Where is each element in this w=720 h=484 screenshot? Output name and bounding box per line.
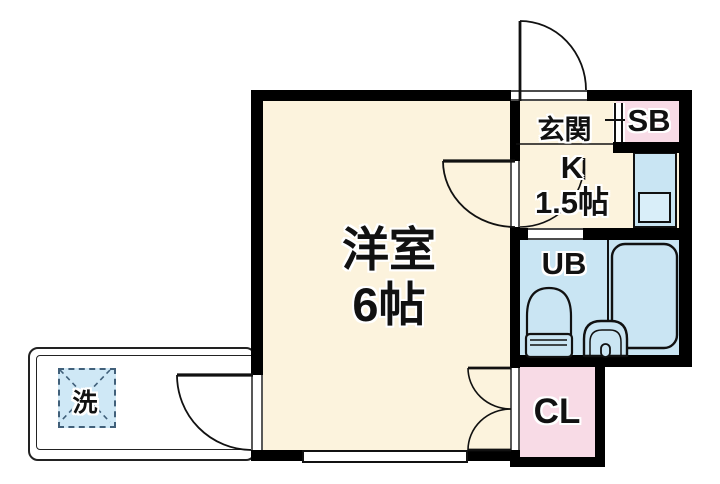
living-room-name: 洋室 (342, 223, 436, 276)
wall-closet-bottom (510, 457, 605, 467)
balcony-door-opening (251, 375, 263, 450)
kitchen-size: 1.5帖 (534, 185, 610, 220)
unitbath-label: UB (541, 246, 587, 281)
room-closet-floor (516, 361, 600, 461)
wall-below-sb (613, 142, 692, 153)
wall-top-left (251, 90, 511, 101)
wall-closet-right (595, 367, 605, 467)
washer-label: 洗 (72, 389, 98, 417)
wall-left-upper (251, 90, 263, 375)
kitchen-name: K (560, 150, 584, 185)
partition-line (614, 103, 616, 143)
wall-mid-middle (510, 227, 520, 368)
wall-bottom-a (251, 450, 303, 461)
wall-top-right (587, 90, 692, 101)
unitbath-door-opening (528, 228, 583, 240)
wall-k-ub-b (583, 228, 692, 240)
wall-below-ub (510, 355, 692, 367)
wall-k-ub-a (510, 228, 528, 240)
partition-line (621, 103, 623, 143)
room-entrance-floor (516, 95, 616, 147)
wall-mid-upper (510, 90, 520, 161)
entrance-door-icon (518, 20, 587, 101)
kitchen-label: K 1.5帖 (508, 150, 636, 220)
kitchen-sink (638, 192, 671, 223)
closet-label: CL (533, 392, 581, 431)
living-room-size: 6帖 (352, 278, 426, 331)
shoebox-label: SB (627, 103, 671, 138)
entrance-label: 玄関 (537, 115, 592, 145)
room-shoebox-floor (616, 95, 684, 147)
partition-tick (605, 119, 625, 121)
wall-bottom-b (467, 450, 520, 461)
entrance-door-opening (511, 90, 587, 101)
living-room-label: 洋室 6帖 (265, 222, 513, 332)
closet-door-opening (510, 368, 520, 450)
